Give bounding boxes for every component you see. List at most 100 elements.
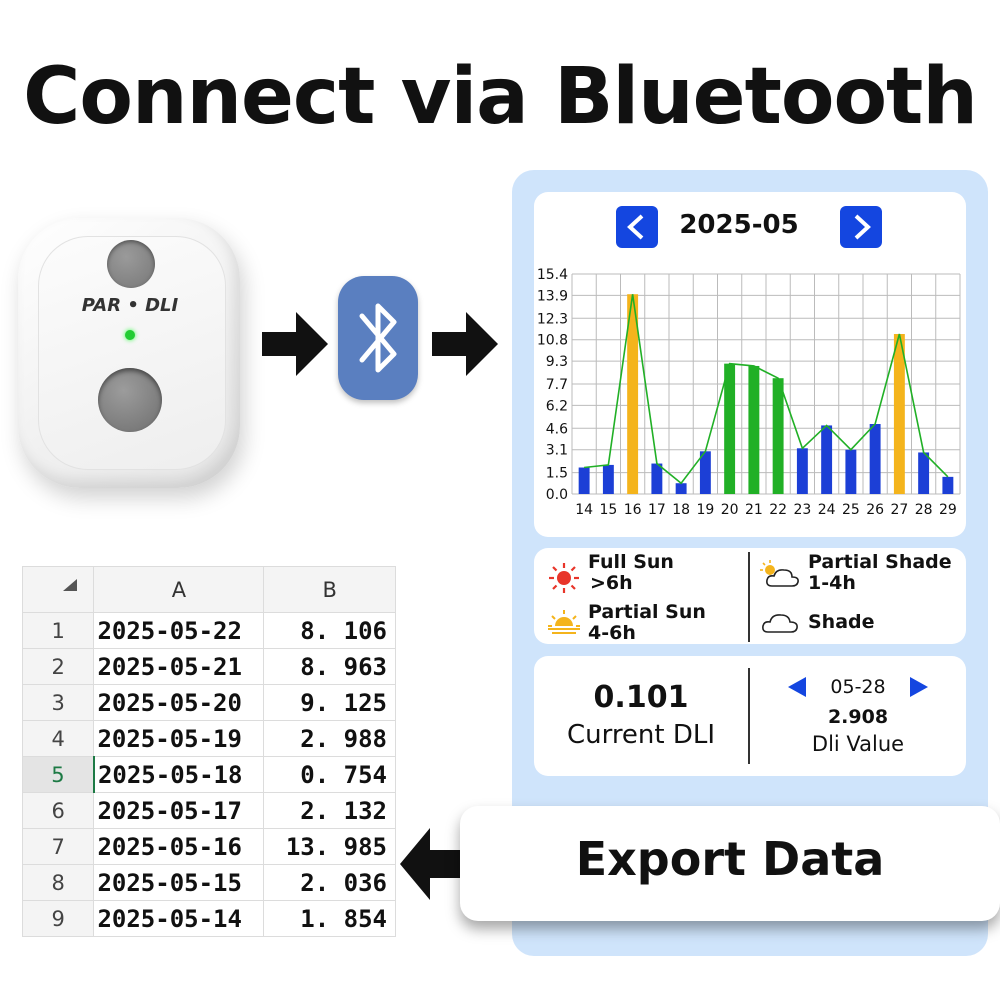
cell-date[interactable]: 2025-05-14 [93, 900, 265, 937]
legend-card: Full Sun >6h Partial Sun 4-6h Partial Sh… [534, 548, 966, 644]
current-dli-value: 0.101 [593, 680, 689, 715]
row-number[interactable]: 1 [21, 612, 95, 649]
headline: Connect via Bluetooth [23, 52, 978, 142]
bluetooth-icon [359, 303, 397, 373]
dli-card: 0.101 Current DLI 05-28 2.908 Dli Value [534, 656, 966, 776]
row-number-active[interactable]: 5 [21, 756, 95, 793]
table-row: 8 2025-05-15 2. 036 [21, 864, 396, 901]
y-tick-label: 15.4 [537, 267, 568, 283]
cell-date[interactable]: 2025-05-21 [93, 648, 265, 685]
legend-partial-shade-label: Partial Shade [808, 551, 952, 573]
chevron-left-icon [627, 214, 644, 240]
x-tick-label: 26 [866, 502, 884, 518]
next-month-button[interactable] [840, 206, 882, 248]
x-tick-label: 14 [575, 502, 593, 518]
prev-day-button[interactable] [786, 676, 808, 698]
cell-date-selected[interactable]: 2025-05-18 [92, 756, 265, 793]
y-tick-label: 6.2 [546, 398, 568, 414]
cell-date[interactable]: 2025-05-16 [93, 828, 265, 865]
next-day-button[interactable] [908, 676, 930, 698]
y-tick-label: 13.9 [537, 288, 568, 304]
row-number[interactable]: 3 [21, 684, 95, 721]
table-row: 7 2025-05-16 13. 985 [21, 828, 396, 865]
cloud-sun-icon [760, 560, 799, 587]
row-number[interactable]: 4 [21, 720, 95, 757]
export-data-button[interactable]: Export Data [460, 806, 1000, 921]
chart-bar [651, 463, 663, 494]
cell-date[interactable]: 2025-05-15 [93, 864, 265, 901]
row-number[interactable]: 9 [21, 900, 95, 937]
chart-bar [627, 294, 639, 494]
column-header-a[interactable]: A [93, 566, 265, 613]
month-title: 2025-05 [679, 210, 799, 240]
device-label: PAR • DLI [81, 295, 179, 316]
prev-month-button[interactable] [616, 206, 658, 248]
legend-partial-sun-hours: 4-6h [588, 622, 636, 644]
select-all-icon [63, 579, 78, 591]
cell-dli[interactable]: 8. 106 [263, 612, 396, 649]
cell-date[interactable]: 2025-05-20 [93, 684, 265, 721]
x-tick-label: 23 [793, 502, 811, 518]
x-tick-label: 15 [599, 502, 617, 518]
sunrise-icon [548, 610, 580, 634]
sun-icon [549, 563, 579, 593]
cell-dli[interactable]: 0. 754 [263, 756, 396, 793]
x-tick-label: 22 [769, 502, 787, 518]
y-tick-label: 4.6 [546, 421, 568, 437]
cell-date[interactable]: 2025-05-17 [93, 792, 265, 829]
x-tick-label: 19 [696, 502, 714, 518]
arrow-right-icon [432, 312, 498, 376]
table-row: 5 2025-05-18 0. 754 [21, 756, 396, 793]
table-row: 2 2025-05-21 8. 963 [21, 648, 396, 685]
chart-bar [869, 424, 881, 494]
status-led [125, 330, 135, 340]
column-header-row: A B [21, 566, 396, 613]
legend-partial-sun-label: Partial Sun [588, 601, 706, 623]
chart-bar [796, 448, 808, 494]
cell-dli[interactable]: 1. 854 [263, 900, 396, 937]
legend-full-sun-hours: >6h [590, 572, 633, 594]
cell-dli[interactable]: 2. 988 [263, 720, 396, 757]
y-tick-label: 12.3 [537, 311, 568, 327]
y-tick-label: 1.5 [546, 466, 568, 482]
chart-bar [748, 365, 760, 494]
y-tick-label: 7.7 [546, 377, 568, 393]
cell-dli[interactable]: 2. 036 [263, 864, 396, 901]
x-tick-label: 20 [721, 502, 739, 518]
chart-bar [602, 464, 614, 494]
cell-dli[interactable]: 8. 963 [263, 648, 396, 685]
chart-bar [845, 449, 857, 494]
bluetooth-badge [338, 276, 418, 400]
row-number[interactable]: 8 [21, 864, 95, 901]
selected-dli-value: 2.908 [827, 706, 889, 728]
cell-dli[interactable]: 9. 125 [263, 684, 396, 721]
row-number[interactable]: 6 [21, 792, 95, 829]
row-number[interactable]: 2 [21, 648, 95, 685]
chart-bar [724, 363, 736, 494]
x-tick-label: 16 [624, 502, 642, 518]
x-tick-label: 17 [648, 502, 666, 518]
column-header-b[interactable]: B [263, 566, 396, 613]
selected-dli-caption: Dli Value [811, 732, 905, 756]
chart-bar [942, 476, 954, 494]
cell-date[interactable]: 2025-05-19 [93, 720, 265, 757]
cell-dli[interactable]: 13. 985 [263, 828, 396, 865]
table-row: 3 2025-05-20 9. 125 [21, 684, 396, 721]
row-number[interactable]: 7 [21, 828, 95, 865]
chart-bar [699, 451, 711, 494]
chart-bar [918, 452, 930, 494]
chart-bar [893, 334, 905, 494]
y-tick-label: 9.3 [546, 354, 568, 370]
legend-shade-label: Shade [808, 611, 875, 633]
chevron-right-icon [854, 214, 871, 240]
legend-partial-shade-hours: 1-4h [808, 572, 856, 594]
select-all-corner[interactable] [21, 566, 95, 613]
cell-date[interactable]: 2025-05-22 [93, 612, 265, 649]
y-tick-label: 10.8 [537, 333, 568, 349]
cell-dli[interactable]: 2. 132 [263, 792, 396, 829]
x-tick-label: 27 [890, 502, 908, 518]
x-tick-label: 28 [915, 502, 933, 518]
table-row: 4 2025-05-19 2. 988 [21, 720, 396, 757]
dli-divider [748, 668, 750, 764]
